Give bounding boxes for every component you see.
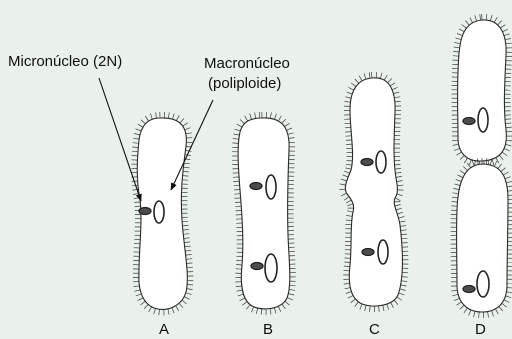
panel-label-d: D bbox=[475, 321, 486, 339]
cell-a bbox=[131, 112, 193, 315]
cell-d-bottom-micronucleus bbox=[463, 286, 475, 293]
cell-c bbox=[339, 72, 408, 312]
cell-d-top-outline bbox=[458, 20, 507, 161]
cell-d bbox=[451, 14, 512, 318]
cell-b-micronucleus-top bbox=[250, 183, 262, 190]
cell-d-top-micronucleus bbox=[463, 118, 475, 125]
panel-label-b: B bbox=[263, 321, 273, 339]
micronucleus-label: Micronúcleo (2N) bbox=[8, 53, 122, 71]
cell-b-outline bbox=[238, 118, 290, 309]
cell-c-micronucleus-top bbox=[361, 159, 373, 166]
panel-label-c: C bbox=[369, 321, 380, 339]
cell-a-micronucleus bbox=[139, 208, 151, 215]
cell-b bbox=[232, 112, 296, 315]
macronucleus-label-line1: Macronúcleo bbox=[204, 55, 290, 73]
cell-b-micronucleus-bottom bbox=[251, 263, 263, 270]
cell-c-outline bbox=[345, 78, 402, 306]
cell-c-micronucleus-bottom bbox=[362, 249, 374, 256]
panel-label-a: A bbox=[159, 321, 169, 339]
macronucleus-label-line2: (poliploide) bbox=[208, 75, 281, 93]
micronucleus-pointer-arrow bbox=[99, 78, 141, 201]
